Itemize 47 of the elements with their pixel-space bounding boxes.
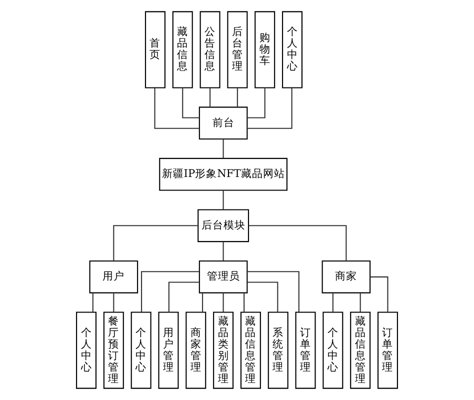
connector — [222, 242, 224, 261]
node-box: 个人中心 — [322, 312, 344, 389]
node-box: 前台 — [198, 106, 248, 140]
node-box: 订单管理 — [377, 312, 398, 389]
connector — [236, 88, 238, 107]
connector — [222, 139, 224, 158]
node-box: 管理员 — [198, 260, 248, 294]
node-box: 商家 — [322, 260, 371, 294]
node-box: 商家管理 — [186, 312, 206, 389]
connector — [92, 292, 94, 312]
connector — [141, 271, 200, 312]
node-box: 个人中心 — [130, 312, 152, 389]
connector — [182, 88, 200, 118]
node-box: 后台模块 — [198, 209, 250, 242]
connector — [168, 282, 200, 312]
connector — [247, 271, 300, 312]
connector — [154, 88, 200, 129]
node-box: 后台管理 — [227, 11, 248, 88]
connector — [113, 292, 114, 312]
node-box: 订单管理 — [295, 312, 316, 389]
node-box: 藏品信息 — [172, 11, 193, 88]
connector — [222, 292, 224, 312]
connector — [247, 88, 266, 118]
connector — [247, 88, 292, 129]
node-box: 藏品信息管理 — [350, 312, 371, 389]
node-box: 个人中心 — [76, 312, 97, 389]
node-box: 新疆IP形象NFT藏品网站 — [159, 158, 288, 191]
node-box: 用户管理 — [158, 312, 179, 389]
connector — [244, 292, 245, 312]
node-box: 藏品类别管理 — [213, 312, 234, 389]
connector — [332, 292, 334, 312]
node-box: 系统管理 — [268, 312, 288, 389]
node-box: 藏品信息管理 — [240, 312, 261, 389]
node-box: 餐厅预订管理 — [103, 312, 124, 389]
node-box: 公告信息 — [200, 11, 220, 88]
connector — [248, 225, 347, 261]
connector — [247, 282, 278, 312]
node-box: 个人中心 — [282, 11, 302, 88]
connector — [202, 292, 204, 312]
connector — [222, 190, 224, 210]
connector — [113, 225, 198, 261]
node-box: 购物车 — [254, 11, 276, 88]
node-box: 用户 — [89, 260, 138, 294]
connector — [360, 292, 361, 312]
node-box: 首页 — [144, 11, 166, 88]
connector — [210, 88, 211, 107]
connector — [370, 276, 388, 312]
